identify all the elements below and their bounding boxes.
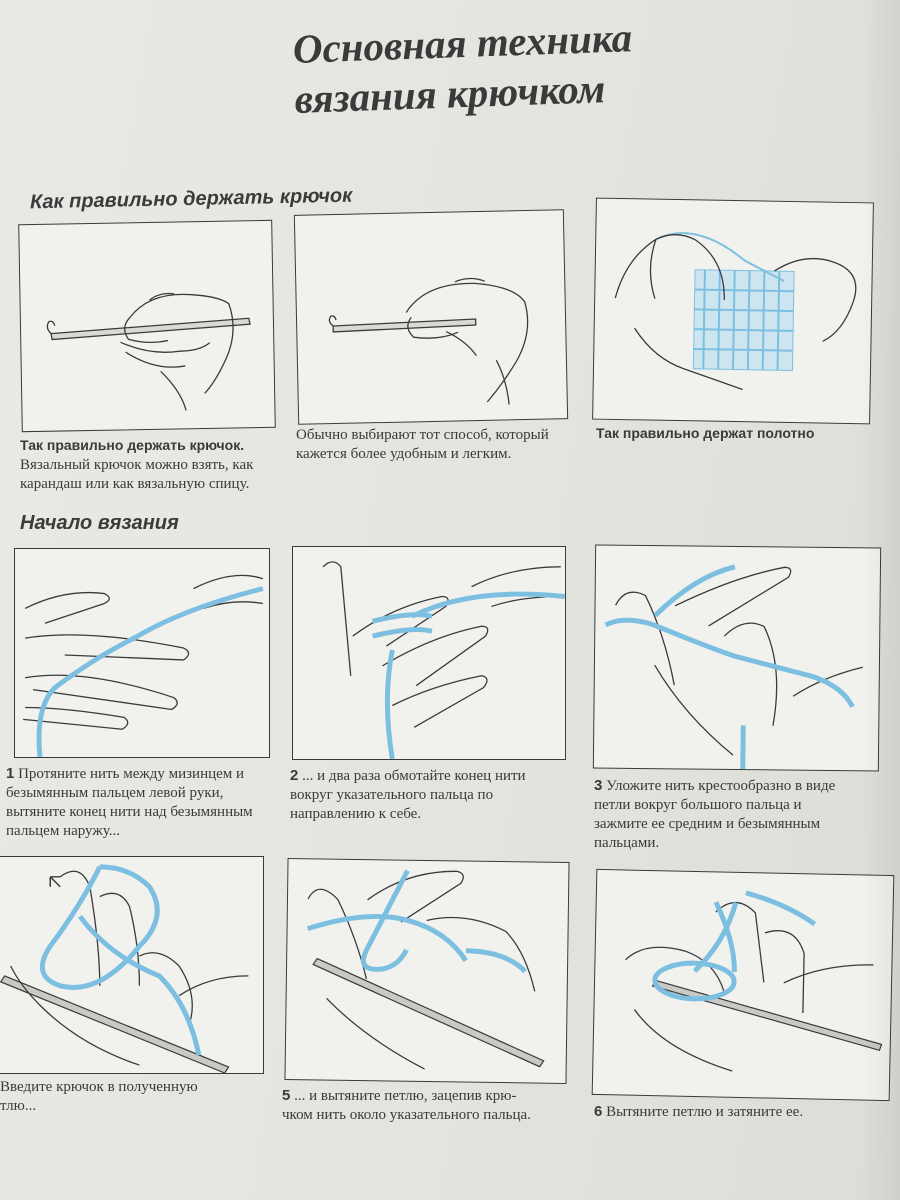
step-number: 3: [594, 777, 603, 794]
yarn-between-fingers-icon: [23, 574, 264, 757]
hook-inserted-loop-icon: [0, 864, 249, 1073]
caption-step-3-line: зажмите ее средним и безымянным: [594, 816, 821, 832]
illustration-step-1: [14, 548, 270, 758]
step-number: 5: [282, 1087, 291, 1104]
caption-step-3-line: петли вокруг большого пальца и: [594, 797, 802, 813]
caption-panel-1-line: Вязальный крючок можно взять, как: [20, 457, 254, 473]
hand-with-hook-icon: [46, 292, 251, 411]
caption-step-4: Введите крючок в полученную тлю...: [0, 1078, 270, 1116]
caption-step-1-line: 1 Протяните нить между мизинцем и: [6, 764, 281, 784]
loop-tightened-icon: [625, 890, 883, 1072]
caption-text: Протяните нить между мизинцем и: [18, 766, 245, 782]
step-number: 6: [594, 1103, 603, 1120]
step-number: 1: [6, 765, 15, 782]
illustration-step-5: [284, 858, 570, 1084]
illustration-step-2: [292, 546, 566, 760]
caption-text: Уложите нить крестообразно в виде: [606, 778, 836, 794]
caption-step-3-line: пальцами.: [594, 835, 660, 851]
caption-panel-3: Так правильно держат полотно: [596, 424, 876, 444]
caption-step-3-line: 3 Уложите нить крестообразно в виде: [594, 776, 884, 796]
hook-pulls-loop-icon: [306, 869, 545, 1070]
caption-panel-1-line: карандаш или как вязальную спицу.: [20, 476, 250, 492]
caption-step-4-line: Введите крючок в полученную: [0, 1079, 198, 1095]
caption-step-1-line: безымянным пальцем левой руки,: [6, 785, 224, 801]
caption-step-6: 6 Вытяните петлю и затяните ее.: [594, 1102, 884, 1122]
section-heading-holding-hook: Как правильно держать крючок: [29, 184, 353, 214]
page-edge-shadow: [860, 0, 900, 1200]
caption-step-6-line: 6 Вытяните петлю и затяните ее.: [594, 1102, 884, 1122]
section-heading-start-knitting: Начало вязания: [20, 512, 179, 534]
caption-step-4-line: тлю...: [0, 1098, 37, 1114]
caption-step-2: 2 ... и два раза обмотайте конец нити во…: [290, 766, 570, 824]
illustration-holding-fabric: [592, 197, 874, 425]
caption-panel-2: Обычно выбирают тот способ, который каже…: [296, 426, 571, 464]
caption-text: ... и два раза обмотайте конец нити: [302, 768, 526, 784]
yarn-crossed-thumb-icon: [604, 564, 863, 770]
caption-text: ... и вытяните петлю, зацепив крю-: [294, 1088, 517, 1104]
caption-panel-1: Так правильно держать крючок. Вязальный …: [20, 436, 280, 494]
illustration-step-4: [0, 856, 264, 1074]
caption-step-1: 1 Протяните нить между мизинцем и безымя…: [6, 764, 281, 841]
illustration-hook-pencil-grip: [293, 209, 569, 425]
caption-step-2-line: направлению к себе.: [290, 806, 422, 822]
caption-step-2-line: 2 ... и два раза обмотайте конец нити: [290, 766, 570, 786]
caption-panel-2-line: кажется более удобным и легким.: [296, 446, 512, 462]
caption-step-3: 3 Уложите нить крестообразно в виде петл…: [594, 776, 884, 853]
caption-panel-2-line: Обычно выбирают тот способ, который: [296, 427, 549, 443]
hands-with-fabric-icon: [614, 232, 857, 391]
step-number: 2: [290, 767, 299, 784]
caption-step-5-line: чком нить около указательного пальца.: [282, 1107, 531, 1123]
page-title: Основная техника вязания крючком: [292, 9, 715, 124]
caption-panel-1-bold: Так правильно держать крючок.: [20, 437, 245, 453]
caption-panel-3-bold: Так правильно держат полотно: [596, 425, 815, 441]
illustration-step-6: [591, 868, 895, 1102]
illustration-step-3: [592, 544, 882, 772]
yarn-wrapped-finger-icon: [322, 561, 565, 759]
caption-step-1-line: пальцем наружу...: [6, 823, 120, 839]
hand-with-hook-icon: [328, 277, 529, 405]
caption-text: Вытяните петлю и затяните ее.: [606, 1104, 804, 1120]
caption-step-5: 5 ... и вытяните петлю, зацепив крю- чко…: [282, 1086, 572, 1125]
caption-step-2-line: вокруг указательного пальца по: [290, 787, 494, 803]
caption-step-5-line: 5 ... и вытяните петлю, зацепив крю-: [282, 1086, 572, 1106]
illustration-hook-knife-grip: [18, 219, 276, 433]
caption-step-1-line: вытяните конец нити над безымянным: [6, 804, 253, 820]
